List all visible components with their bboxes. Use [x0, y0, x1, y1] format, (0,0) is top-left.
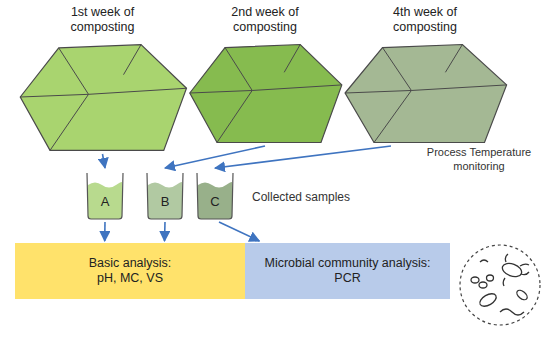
sample-beaker: B [145, 170, 185, 220]
analysis-text: pH, MC, VS [97, 271, 163, 286]
analysis-box: Basic analysis:pH, MC, VS [15, 243, 245, 299]
sample-beaker: A [85, 170, 125, 220]
sample-arrow [165, 146, 265, 168]
pile-outline [190, 45, 342, 143]
pile-facets [20, 45, 186, 151]
sample-arrow [215, 146, 391, 168]
pile-outline [345, 45, 507, 143]
samples-label: Collected samples [252, 190, 372, 205]
beaker-outline [87, 173, 123, 219]
beaker-outline [197, 173, 233, 219]
week-heading: 1st week of composting [62, 5, 144, 35]
spiral-bacterium [500, 309, 524, 315]
sample-liquid [88, 182, 122, 219]
pile-outline [20, 45, 186, 151]
analysis-text: PCR [334, 271, 360, 286]
week-heading: 4th week of composting [384, 5, 466, 35]
analysis-text: Basic analysis: [89, 256, 172, 271]
flagellated-bacterium [501, 261, 524, 279]
microbes [471, 254, 529, 315]
rod-bacterium [515, 288, 529, 301]
analysis-text: Microbial community analysis: [264, 256, 430, 271]
pile-shape [340, 42, 510, 144]
rod-bacterium [478, 291, 499, 309]
sample-letter: C [210, 194, 219, 210]
sample-letter: B [161, 194, 170, 210]
sample-arrow [103, 154, 106, 168]
compost-pile: 2nd week of composting [185, 2, 345, 144]
flagella [503, 254, 529, 286]
analysis-box: Microbial community analysis:PCR [245, 243, 450, 299]
sample-arrow [104, 222, 106, 241]
sample-liquid [148, 182, 182, 219]
coccus [479, 282, 487, 288]
compost-pile: 1st week of composting [15, 2, 190, 152]
compost-pile: 4th week of composting [340, 2, 510, 144]
curved-rod [480, 260, 488, 262]
coccus [471, 277, 479, 283]
coccus [487, 275, 494, 281]
pile-shape [185, 42, 345, 144]
process-note: Process Temperature monitoring [412, 146, 546, 174]
pile-facets [345, 45, 507, 143]
microbe-circle [460, 245, 540, 325]
sample-arrow [219, 222, 259, 241]
sample-liquid [198, 182, 232, 219]
sample-letter: A [101, 194, 110, 210]
beaker-outline [147, 173, 183, 219]
pile-facets [190, 45, 342, 143]
sample-beaker: C [195, 170, 235, 220]
sample-arrow [164, 222, 166, 241]
week-heading: 2nd week of composting [224, 5, 306, 35]
pile-shape [15, 42, 190, 152]
